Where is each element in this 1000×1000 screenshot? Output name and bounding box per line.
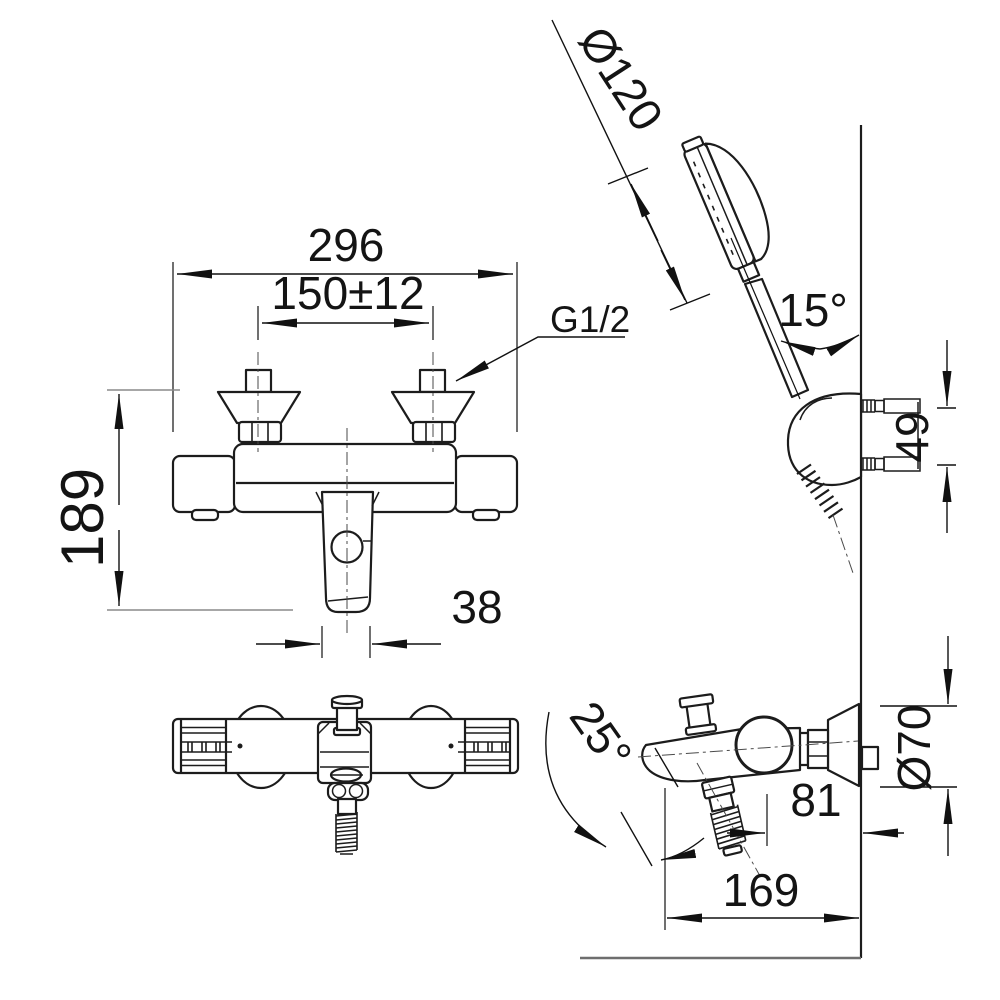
- centerline: [637, 740, 859, 758]
- index-dot: [237, 743, 243, 749]
- hand-shower-view: Ø120 15° 49: [551, 17, 956, 574]
- escutcheon-side: [826, 702, 861, 788]
- left-handle: [171, 454, 237, 514]
- dim-label-overall-width: 296: [308, 219, 385, 271]
- left-handle-tab: [190, 508, 220, 522]
- hose-outlet-side: [700, 775, 747, 857]
- left-union: [216, 368, 302, 444]
- dim-label-wall-to-handle: 81: [790, 774, 841, 826]
- shower-holder: [786, 392, 863, 487]
- wall-supply: [860, 745, 880, 771]
- hose-outlet-top: [336, 797, 358, 816]
- centerline: [696, 762, 761, 877]
- union-nut-side: [806, 728, 830, 770]
- right-handle: [453, 454, 519, 514]
- shower-hose: [796, 463, 854, 574]
- thread-label: G1/2: [550, 299, 630, 340]
- index-dot: [448, 743, 454, 749]
- shower-head: [681, 135, 770, 283]
- dim-label-connection-spacing: 150±12: [271, 267, 424, 319]
- handle-side: [734, 715, 794, 775]
- dim-label-wall-to-spout: 169: [723, 864, 800, 916]
- dim-label-height: 189: [49, 468, 116, 568]
- diverter-knob-top: [335, 704, 359, 732]
- dim-label-escutcheon-diameter: Ø70: [888, 705, 940, 792]
- right-handle-tab: [471, 508, 501, 522]
- holder-screws: [861, 398, 921, 472]
- dim-label-head-diameter: Ø120: [569, 17, 674, 140]
- dim-label-spout-angle: 25°: [560, 692, 642, 779]
- axis-line: [730, 237, 801, 400]
- dim-label-holder-angle: 15°: [778, 284, 848, 336]
- dim-label-screw-spacing: 49: [886, 411, 938, 462]
- dim-label-spout-width: 38: [451, 581, 502, 633]
- top-view: [171, 694, 520, 855]
- front-view: 296 150±12 189 38 G1/2: [49, 219, 630, 658]
- diverter-knob-side: [678, 693, 718, 736]
